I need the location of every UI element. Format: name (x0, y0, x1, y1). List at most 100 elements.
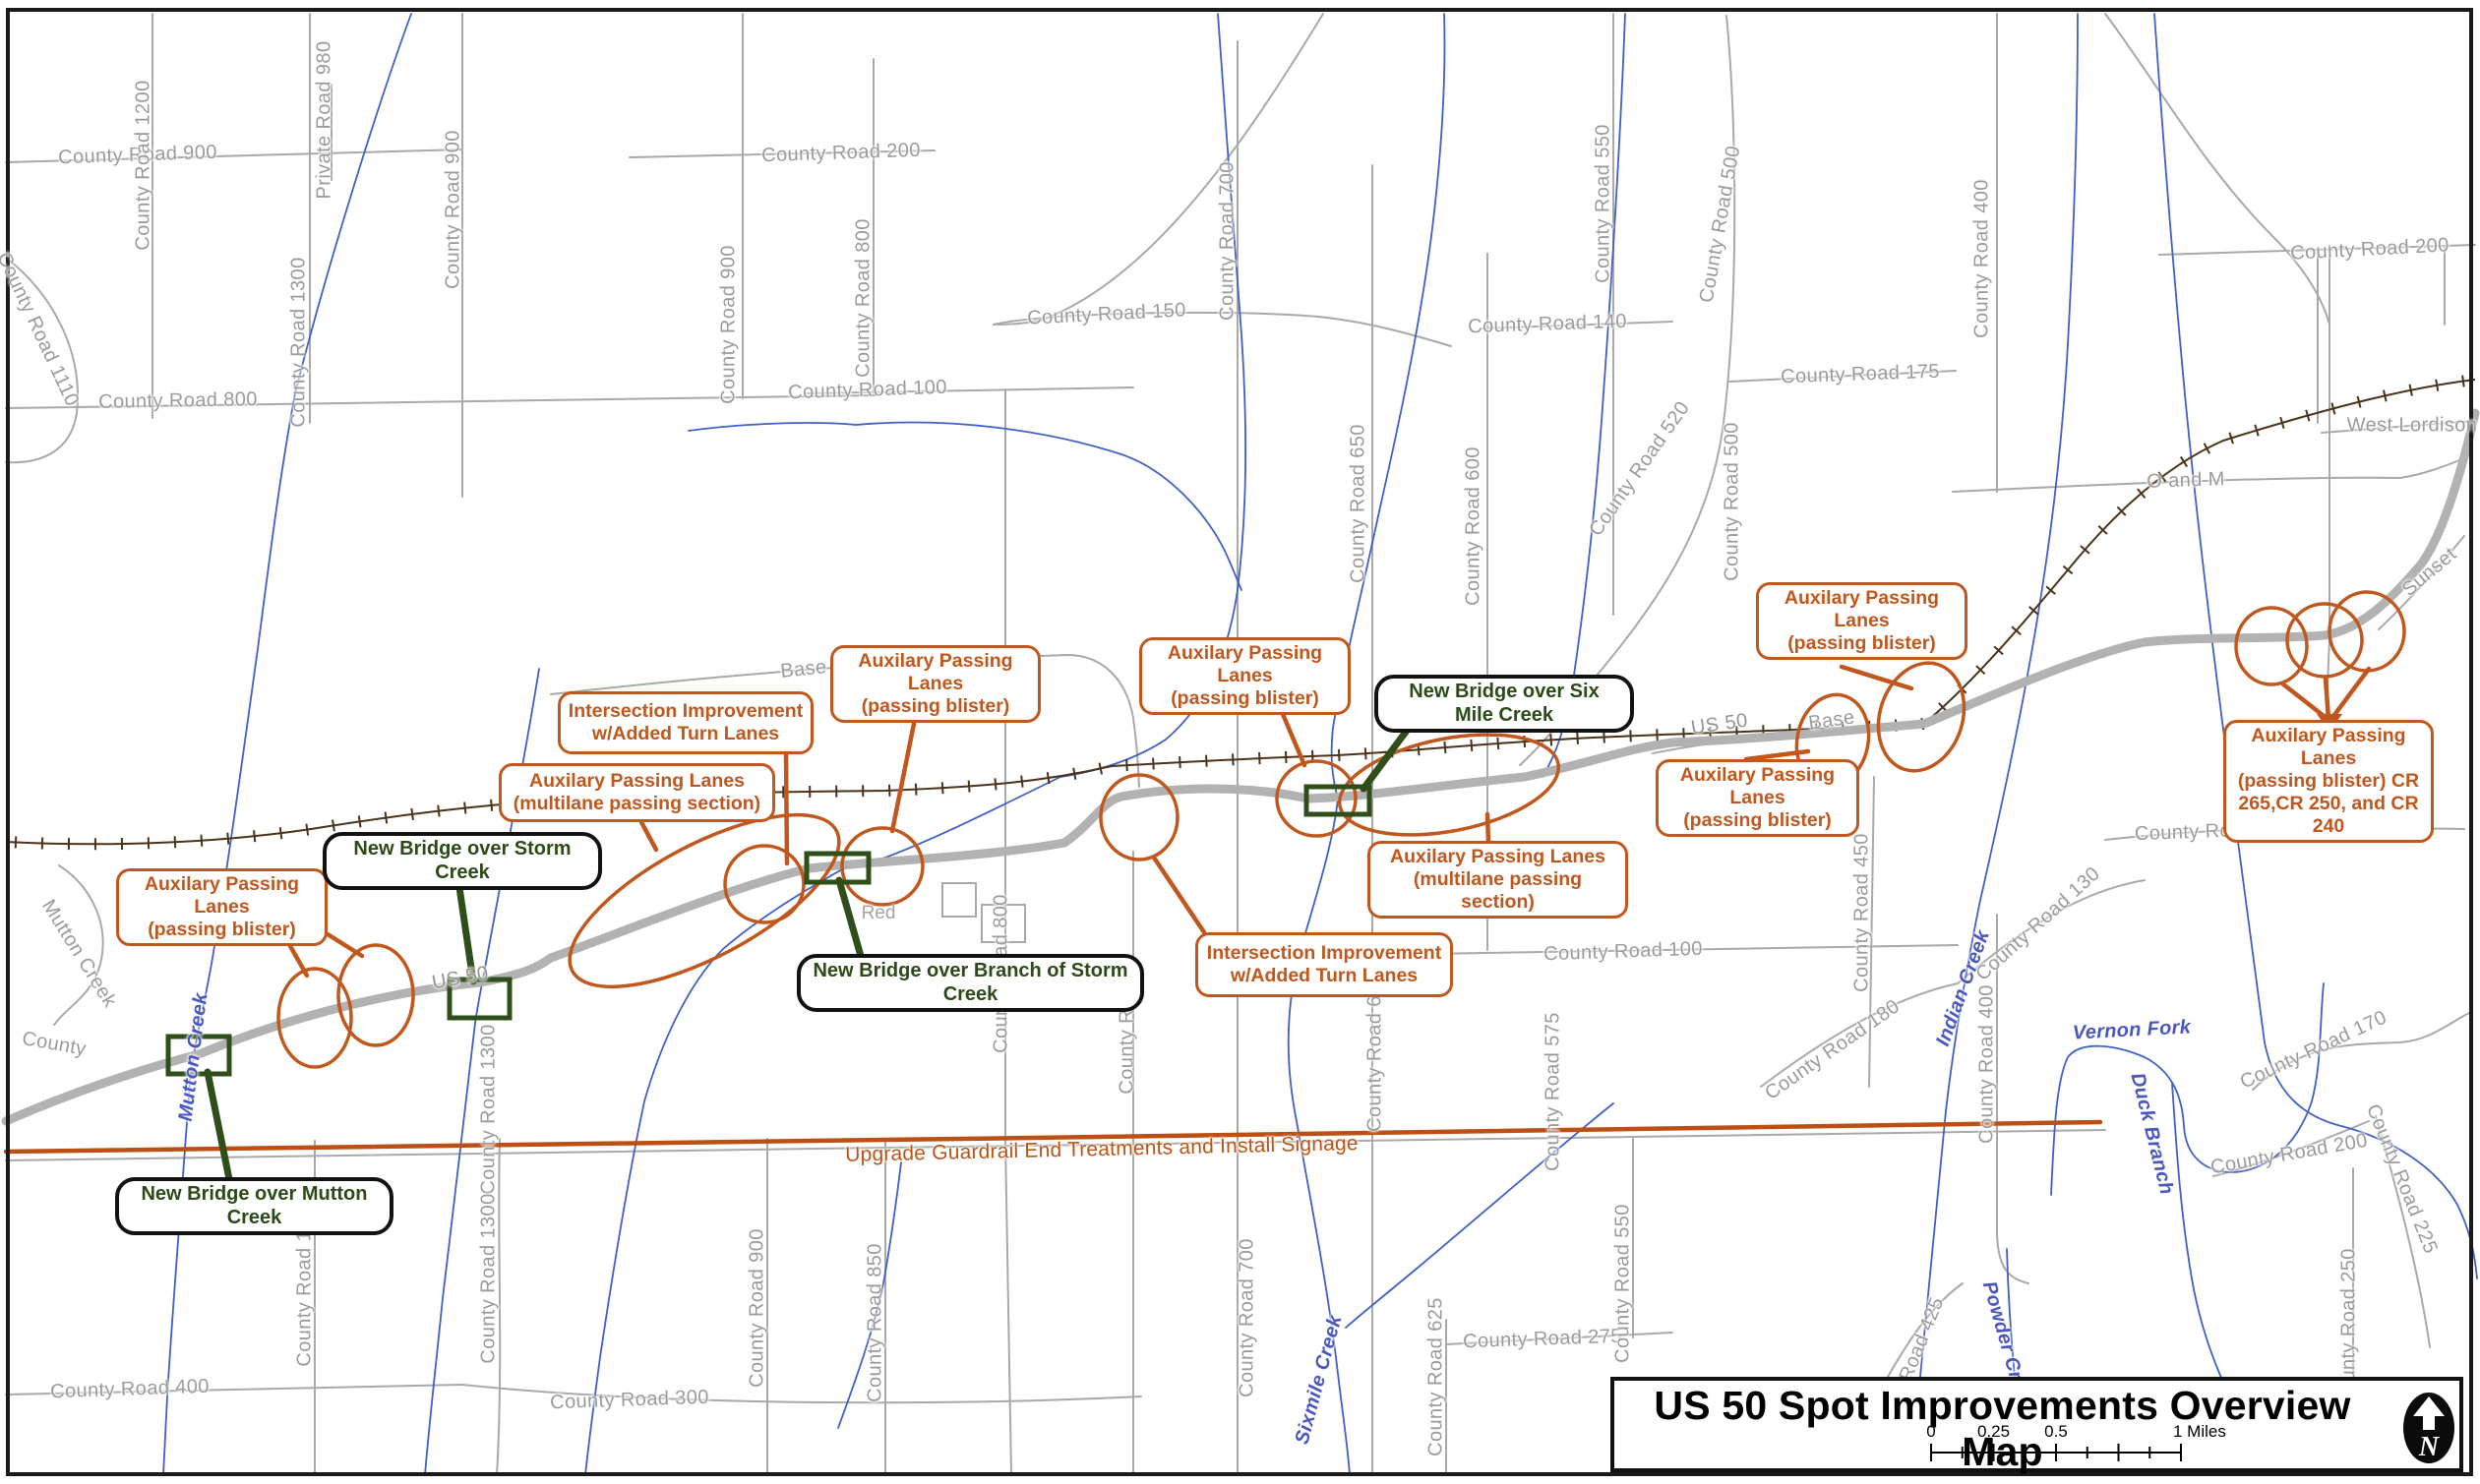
scale-tick-label: 0.25 (1977, 1422, 2010, 1441)
railroad-tick (2080, 545, 2090, 555)
road-line (2375, 1115, 2431, 1348)
railroad-tick (2279, 416, 2285, 429)
railroad-tick (2116, 505, 2127, 516)
road-line (2212, 1120, 2370, 1177)
creek-line (2050, 982, 2325, 1196)
callout-leader-line (325, 931, 365, 959)
railroad-tick (2062, 564, 2074, 575)
scale-tick-label: 0.5 (2044, 1422, 2068, 1441)
railroad-tick (1072, 767, 1077, 780)
road-line (993, 311, 1452, 347)
road-line (5, 257, 79, 464)
road-line (981, 904, 1026, 943)
road-line (1480, 321, 1673, 329)
road-line (5, 394, 877, 409)
creek-line (162, 13, 412, 1476)
improvement-callout: Auxilary Passing Lanes (passing blister) (1139, 637, 1351, 715)
improvement-callout: Auxilary Passing Lanes (passing blister) (1656, 759, 1859, 837)
improvement-callout: Intersection Improvement w/Added Turn La… (558, 691, 814, 754)
railroad-tick (967, 780, 971, 793)
road-line (1996, 914, 2029, 1284)
road-line (806, 386, 1134, 394)
guardrail-extent-line (3, 1119, 2103, 1155)
railroad-tick (2028, 606, 2039, 616)
railroad-tick (2356, 395, 2362, 408)
railroad-tick (2011, 625, 2022, 635)
road-line (5, 1129, 2106, 1161)
railroad-tick (1258, 752, 1261, 765)
bridge-callout: New Bridge over Storm Creek (323, 832, 602, 891)
railroad-tick (14, 836, 18, 849)
improvement-ellipse (1275, 759, 1358, 838)
railroad-tick (410, 807, 414, 820)
railroad-tick (2179, 455, 2189, 468)
railroad-tick (1046, 772, 1051, 785)
railroad-tick (1098, 762, 1104, 775)
road-line (1760, 879, 2146, 1088)
improvement-callout: Auxilary Passing Lanes (passing blister) (1756, 582, 1967, 660)
improvement-ellipse (840, 826, 925, 907)
improvement-ellipse (1337, 733, 1561, 837)
creek-line (584, 776, 1061, 1476)
road-line (1366, 944, 1959, 956)
bridge-callout: New Bridge over Branch of Storm Creek (797, 954, 1144, 1013)
railroad-tick (357, 815, 362, 828)
railroad-tick (1020, 775, 1024, 788)
railroad-tick (2137, 488, 2147, 499)
improvement-callout: Intersection Improvement w/Added Turn La… (1195, 932, 1453, 997)
creek-line (1345, 1102, 1614, 1329)
road-line (1952, 459, 2460, 493)
improvement-callout: Auxilary Passing Lanes (passing blister)… (2223, 720, 2434, 843)
callout-leader-line (2329, 666, 2372, 722)
railroad-tick (2330, 402, 2336, 415)
railroad-tick (2097, 525, 2108, 535)
road-line (5, 148, 463, 163)
bridge-site-box (804, 851, 872, 885)
improvement-ellipse (336, 943, 415, 1047)
creek-line (1287, 13, 1446, 1476)
north-arrow-icon: N (2403, 1393, 2454, 1463)
bridge-site-box (447, 977, 513, 1021)
railroad-tick (253, 830, 257, 843)
improvement-callout: Auxilary Passing Lanes (multilane passin… (1367, 841, 1628, 919)
road-line (1728, 370, 1957, 383)
scale-tick-label: 0 (1926, 1422, 1935, 1441)
callout-leader-line (287, 943, 310, 979)
railroad-tick (994, 778, 998, 791)
railroad-tick (2228, 432, 2234, 445)
railroad-tick (1576, 732, 1579, 744)
railroad-tick (2254, 424, 2260, 437)
callout-leader-line (1839, 664, 1914, 691)
road-line (1004, 388, 1012, 1476)
railroad-tick (940, 782, 944, 795)
railroad-tick (332, 819, 335, 832)
road-line (53, 864, 104, 1026)
creek-line (2153, 13, 2478, 1279)
improvement-callout: Auxilary Passing Lanes (passing blister) (116, 868, 328, 946)
road-line (1868, 776, 1875, 1088)
road-line (461, 1384, 1142, 1404)
railroad-tick (2461, 375, 2465, 387)
railroad-tick (1549, 734, 1553, 746)
railroad-tick (384, 811, 389, 824)
railroad-tick (1363, 747, 1367, 760)
railroad-tick (1152, 757, 1155, 770)
map-frame (6, 8, 2473, 1476)
bridge-leader-line (835, 876, 865, 960)
railroad-tick (2045, 585, 2056, 595)
bridge-site-box (1303, 784, 1372, 817)
railroad-tick (278, 827, 283, 840)
road-line (1445, 1332, 1673, 1345)
road-line (2104, 13, 2330, 326)
railroad-tick (1337, 748, 1341, 761)
callout-leader-line (1151, 855, 1207, 935)
bridge-site-box (165, 1034, 232, 1077)
improvement-ellipse (276, 967, 353, 1069)
bridge-leader-line (204, 1068, 233, 1183)
railroad-tick (914, 783, 918, 796)
improvement-ellipse (2234, 606, 2309, 686)
road-line (629, 149, 936, 158)
improvement-ellipse (1099, 773, 1180, 861)
